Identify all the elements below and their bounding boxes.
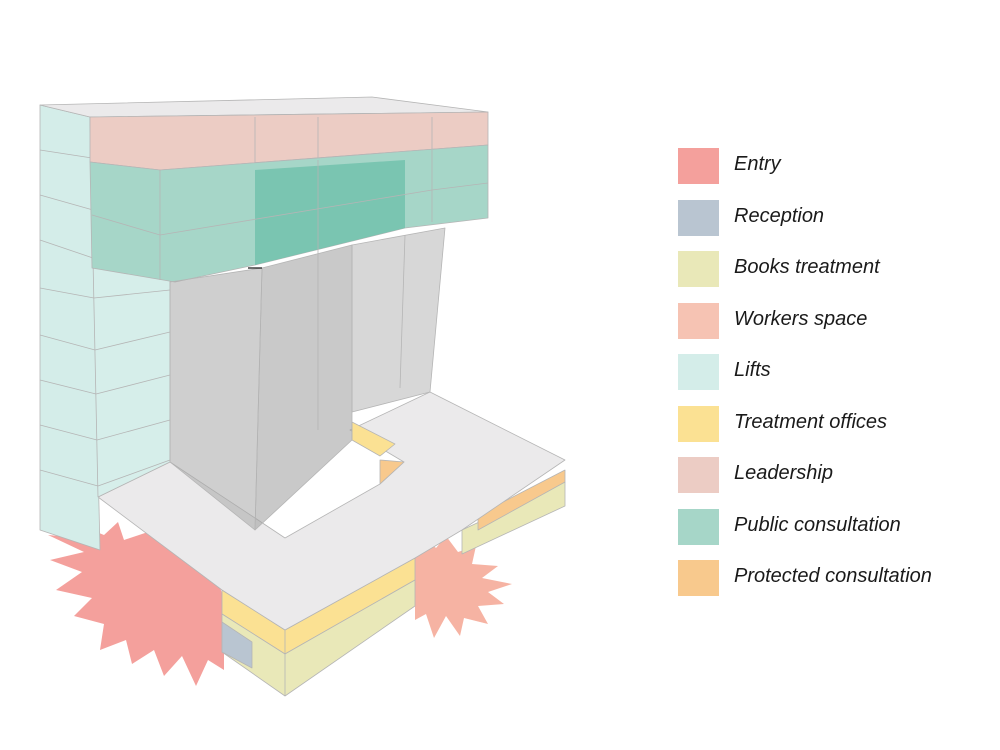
legend-label-protected-consultation: Protected consultation [734,565,932,587]
legend-item-protected-consultation: Protected consultation [678,560,988,596]
legend-item-books-treatment: Books treatment [678,251,988,287]
protected-consultation-right [477,469,566,531]
legend-swatch-leadership [678,457,719,493]
legend-label-treatment-offices: Treatment offices [734,410,888,433]
entry-burst-left [48,522,224,686]
legend-label-public-consultation: Public consultation [734,513,901,536]
legend-swatch-public-consultation [678,508,719,545]
legend: Entry Reception Books treatment Workers … [678,148,988,612]
legend-item-reception: Reception [678,199,988,236]
legend-item-public-consultation: Public consultation [678,508,988,545]
legend-item-entry: Entry [678,148,988,184]
entry-burst-right [415,536,512,638]
legend-label-reception: Reception [734,204,825,227]
legend-label-lifts: Lifts [734,359,771,381]
protected-consultation-notch [379,459,405,485]
legend-item-workers-space: Workers space [678,302,988,339]
public-consultation-inner [255,160,405,265]
atrium-glass-center [254,244,353,531]
legend-swatch-reception [678,199,719,236]
public-consultation-lines [91,150,489,280]
legend-swatch-lifts [678,354,719,390]
atrium-glass-right [351,227,446,413]
legend-swatch-books-treatment [678,251,719,287]
reception-block [221,621,253,669]
legend-label-leadership: Leadership [734,462,833,484]
legend-swatch-protected-consultation [678,560,719,596]
legend-label-workers-space: Workers space [734,307,868,330]
legend-label-books-treatment: Books treatment [734,256,880,278]
legend-label-entry: Entry [734,153,781,175]
legend-item-lifts: Lifts [678,354,988,390]
legend-swatch-treatment-offices [678,405,719,442]
legend-item-leadership: Leadership [678,457,988,493]
legend-item-treatment-offices: Treatment offices [678,405,988,442]
legend-swatch-workers-space [678,302,719,339]
legend-swatch-entry [678,148,719,184]
